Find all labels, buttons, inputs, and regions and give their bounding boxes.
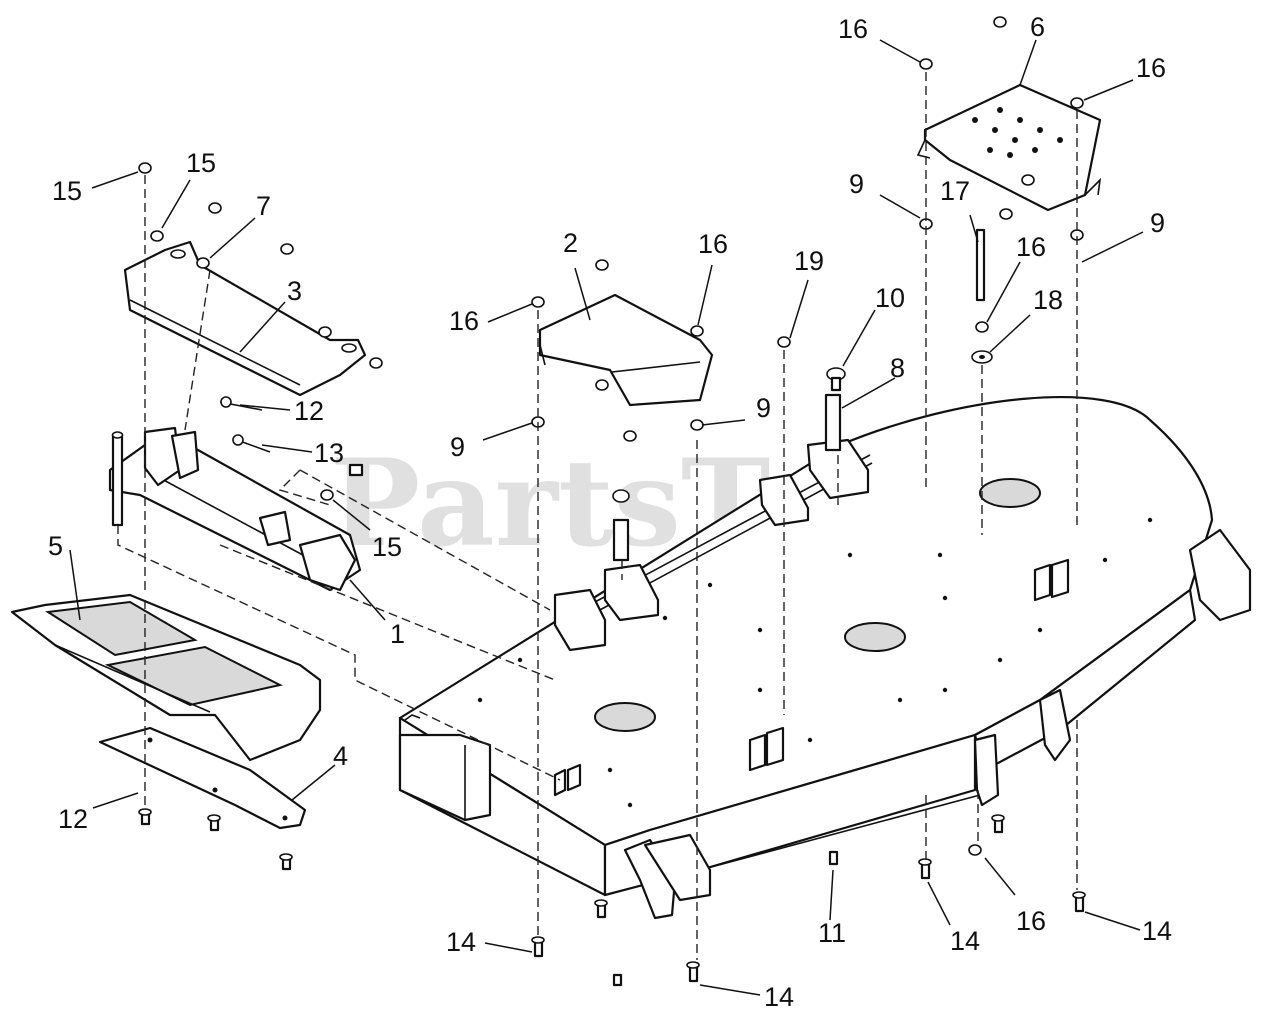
callout-4: 4 (333, 741, 348, 771)
deck-holes (477, 517, 1153, 808)
callout-3: 3 (287, 276, 302, 306)
deck-side-brackets (623, 528, 1252, 920)
callout-15b: 15 (186, 148, 216, 178)
callout-5: 5 (48, 531, 63, 561)
callout-9c: 9 (849, 169, 864, 199)
hardware (138, 228, 1086, 987)
callout-8: 8 (890, 353, 905, 383)
callout-11: 11 (818, 918, 846, 948)
part-4-lower-shield (98, 726, 307, 830)
callout-16b: 16 (698, 229, 728, 259)
callout-14a: 14 (446, 927, 476, 957)
spindle-opening-right (979, 478, 1041, 508)
assembly-lines (117, 72, 1078, 960)
hex-nuts (138, 16, 1084, 856)
callout-labels: 15 15 7 3 12 13 15 1 5 4 12 16 9 2 16 9 … (48, 12, 1172, 1012)
callout-9b: 9 (756, 393, 771, 423)
callout-15c: 15 (372, 532, 402, 562)
part-8-spacer (824, 393, 842, 452)
callout-1: 1 (390, 619, 405, 649)
callout-6: 6 (1030, 12, 1045, 42)
leader-lines (69, 39, 1144, 996)
callout-15a: 15 (52, 176, 82, 206)
part-1-lift-bracket (108, 426, 362, 592)
callout-16e: 16 (1016, 232, 1046, 262)
lift-rod-assembly (553, 438, 873, 652)
callout-10: 10 (875, 283, 905, 313)
callout-18: 18 (1033, 285, 1063, 315)
callout-16f: 16 (1016, 906, 1046, 936)
callout-12a: 12 (294, 396, 324, 426)
part-17-bolt (975, 228, 986, 302)
part-5-guard-plate (10, 593, 322, 762)
callout-16c: 16 (838, 14, 868, 44)
callout-19: 19 (794, 246, 824, 276)
spindle-openings (594, 478, 1041, 732)
deck-small-brackets (553, 558, 1070, 797)
callout-2: 2 (563, 228, 578, 258)
callout-13: 13 (314, 438, 344, 468)
callout-12b: 12 (58, 804, 88, 834)
part-6-cover (916, 83, 1102, 212)
callout-9a: 9 (450, 432, 465, 462)
callout-16a: 16 (449, 306, 479, 336)
part-3-bracket (123, 240, 367, 397)
part-2-baffle (538, 293, 714, 407)
callout-14c: 14 (950, 926, 980, 956)
callout-9d: 9 (1150, 208, 1165, 238)
spindle-opening-center (844, 622, 906, 652)
callout-7: 7 (256, 191, 271, 221)
callout-17: 17 (940, 176, 970, 206)
spindle-opening-left (594, 702, 656, 732)
callout-14b: 14 (764, 982, 794, 1012)
callout-16d: 16 (1136, 53, 1166, 83)
callout-14d: 14 (1142, 916, 1172, 946)
